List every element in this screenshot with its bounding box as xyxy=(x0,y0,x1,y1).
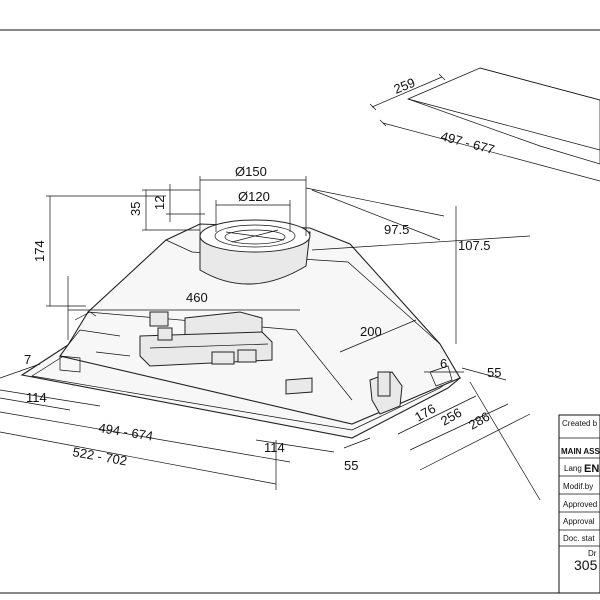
tb-modif-by: Modif.by xyxy=(563,482,593,491)
dim-diameter-120: Ø120 xyxy=(238,189,270,204)
dim-55-right: 55 xyxy=(487,365,501,380)
motor-housing xyxy=(95,311,273,367)
dim-497-677: 497 - 677 xyxy=(439,128,496,157)
dim-diameter-150: Ø150 xyxy=(235,164,267,179)
dim-6: 6 xyxy=(440,356,447,371)
dim-259: 259 xyxy=(392,75,418,97)
dim-107-5: 107.5 xyxy=(458,238,491,253)
dim-114-right: 114 xyxy=(264,440,285,455)
cutout-template xyxy=(369,67,600,182)
dim-494-674: 494 - 674 xyxy=(98,420,155,443)
tb-lang-value: EN xyxy=(584,463,599,475)
tb-drawing-label: Dr xyxy=(588,549,597,558)
dim-12: 12 xyxy=(152,196,167,210)
tb-lang-label: Lang xyxy=(564,464,582,473)
dim-55-bottom: 55 xyxy=(344,458,358,473)
dim-460: 460 xyxy=(186,290,208,305)
tb-approved: Approved xyxy=(563,500,597,509)
tb-drawing-number: 305 xyxy=(574,557,598,573)
dim-97-5: 97.5 xyxy=(384,222,409,237)
dim-35: 35 xyxy=(128,202,143,216)
dim-200: 200 xyxy=(360,324,382,339)
tb-approval: Approval xyxy=(563,517,595,526)
outlet-collar xyxy=(199,219,311,285)
dim-174: 174 xyxy=(32,240,47,262)
dim-7: 7 xyxy=(24,352,31,367)
dimension-lines xyxy=(0,176,541,501)
tb-main-assembly: MAIN ASSEM xyxy=(561,447,600,456)
dim-256: 256 xyxy=(438,405,464,429)
dim-114-left: 114 xyxy=(26,390,47,405)
dim-522-702: 522 - 702 xyxy=(71,444,128,468)
tb-created-by: Created b xyxy=(562,419,598,428)
side-brackets xyxy=(59,355,453,415)
title-block xyxy=(558,414,600,594)
tb-doc-status: Doc. stat xyxy=(563,534,595,543)
